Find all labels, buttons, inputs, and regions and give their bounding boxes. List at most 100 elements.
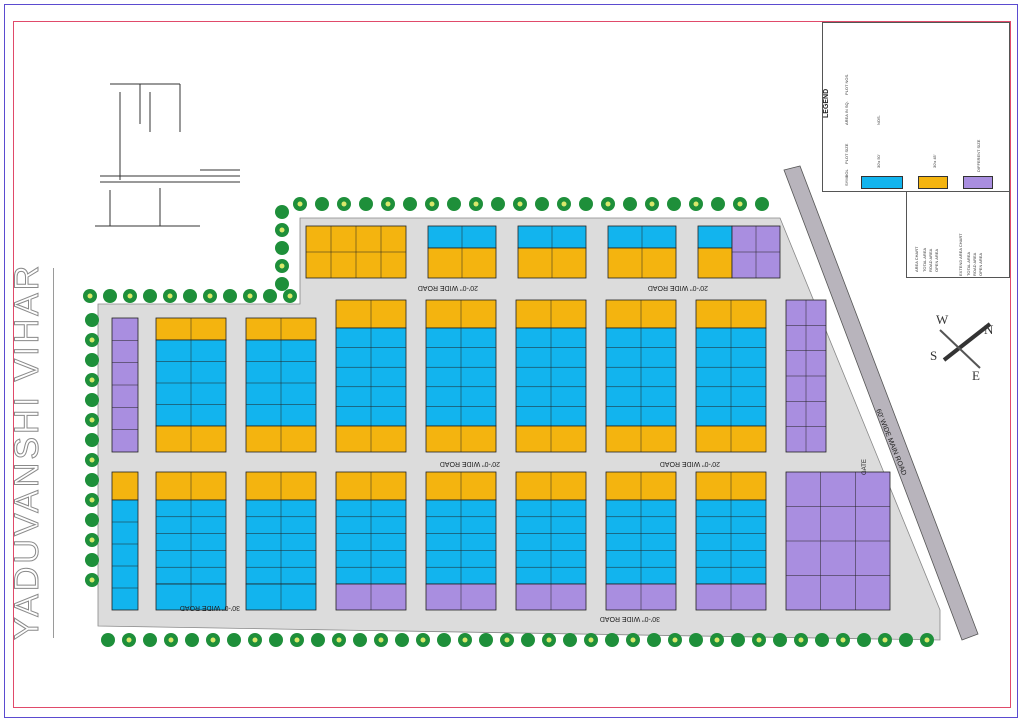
tree-canopy <box>85 513 99 527</box>
area-chart-line2: ROAD AREA <box>928 248 933 272</box>
tree-icon <box>542 633 556 647</box>
road-label-20ft-upper-a: 20'-0" WIDE ROAD <box>418 284 478 291</box>
tree-canopy <box>143 633 157 647</box>
legend-size-purple: DIFFERENT SIZE <box>976 139 981 172</box>
plot-block-mid-4-bottom <box>695 425 767 453</box>
tree-icon <box>878 633 892 647</box>
tree-icon <box>103 289 117 303</box>
tree-icon <box>85 373 99 387</box>
tree-icon <box>163 289 177 303</box>
tree-icon <box>275 241 289 255</box>
tree-flower <box>429 201 435 207</box>
plot-block-mid-3-center <box>605 327 677 427</box>
tree-icon <box>122 633 136 647</box>
plot-block-mid-b-bottom <box>245 425 317 453</box>
plot-block-low-3-bottom <box>425 583 497 611</box>
plot-block-low-1-center <box>245 499 317 585</box>
plot-block-low-3-center <box>425 499 497 585</box>
tree-icon <box>275 277 289 291</box>
area-chart-title: AREA CHART <box>914 246 919 273</box>
plot-block-low-1-top <box>245 471 317 501</box>
tree-icon <box>227 633 241 647</box>
tree-icon <box>83 289 97 303</box>
tree-icon <box>359 197 373 211</box>
legend-title: LEGEND <box>823 88 830 118</box>
plot-block-top-5b-fill <box>697 247 733 279</box>
tree-icon <box>815 633 829 647</box>
plot-block-mid-4-top <box>695 299 767 329</box>
tree-flower <box>89 417 95 423</box>
tree-icon <box>275 223 289 237</box>
plot-block-low-right <box>785 471 891 611</box>
legend-size-yellow: 30'x 45' <box>932 154 937 168</box>
key-map <box>95 83 240 227</box>
tree-icon <box>403 197 417 211</box>
tree-flower <box>167 293 173 299</box>
plot-block-top-1 <box>305 225 407 279</box>
legend-swatch-blue <box>861 176 903 189</box>
tree-flower <box>546 637 552 643</box>
plot-block-top-5c <box>731 225 781 279</box>
tree-flower <box>473 201 479 207</box>
area-chart-line1: TOTAL AREA <box>922 247 927 272</box>
tree-canopy <box>815 633 829 647</box>
tree-canopy <box>227 633 241 647</box>
tree-icon <box>85 533 99 547</box>
plot-block-mid-2-center <box>515 327 587 427</box>
tree-flower <box>89 497 95 503</box>
tree-flower <box>693 201 699 207</box>
tree-canopy <box>183 289 197 303</box>
legend-swatch-purple <box>963 176 993 189</box>
legend-col-area: AREA IN SQ. <box>844 101 849 125</box>
tree-icon <box>315 197 329 211</box>
tree-icon <box>85 353 99 367</box>
tree-icon <box>85 513 99 527</box>
tree-canopy <box>185 633 199 647</box>
tree-icon <box>491 197 505 211</box>
tree-canopy <box>773 633 787 647</box>
tree-flower <box>127 293 133 299</box>
plot-block-mid-1-center <box>425 327 497 427</box>
tree-canopy <box>623 197 637 211</box>
tree-icon <box>425 197 439 211</box>
tree-canopy <box>85 313 99 327</box>
tree-canopy <box>311 633 325 647</box>
tree-icon <box>416 633 430 647</box>
road-label-20ft-top: 20'-0" WIDE ROAD <box>648 284 708 291</box>
title-rule <box>53 268 54 638</box>
tree-canopy <box>437 633 451 647</box>
tree-canopy <box>447 197 461 211</box>
plot-block-mid-left-edge <box>111 317 139 453</box>
tree-canopy <box>143 289 157 303</box>
tree-icon <box>447 197 461 211</box>
tree-icon <box>85 393 99 407</box>
tree-icon <box>513 197 527 211</box>
tree-canopy <box>269 633 283 647</box>
tree-icon <box>85 493 99 507</box>
tree-flower <box>207 293 213 299</box>
tree-icon <box>337 197 351 211</box>
tree-icon <box>293 197 307 211</box>
tree-icon <box>85 313 99 327</box>
tree-icon <box>711 197 725 211</box>
tree-canopy <box>491 197 505 211</box>
tree-icon <box>143 289 157 303</box>
tree-flower <box>840 637 846 643</box>
tree-canopy <box>731 633 745 647</box>
plot-block-top-5a-fill <box>697 225 733 249</box>
tree-canopy <box>403 197 417 211</box>
tree-flower <box>279 263 285 269</box>
tree-icon <box>101 633 115 647</box>
plot-block-mid-right <box>785 299 827 453</box>
plot-block-low-0-top <box>155 471 227 501</box>
tree-icon <box>143 633 157 647</box>
plot-block-mid-b-center <box>245 339 317 427</box>
tree-canopy <box>755 197 769 211</box>
tree-flower <box>504 637 510 643</box>
tree-flower <box>517 201 523 207</box>
plot-block-low-4-center <box>515 499 587 585</box>
tree-icon <box>794 633 808 647</box>
legend-size-blue: 30'x 50' <box>876 154 881 168</box>
tree-flower <box>210 637 216 643</box>
legend-col-symbol: SYMBOL <box>844 169 849 186</box>
